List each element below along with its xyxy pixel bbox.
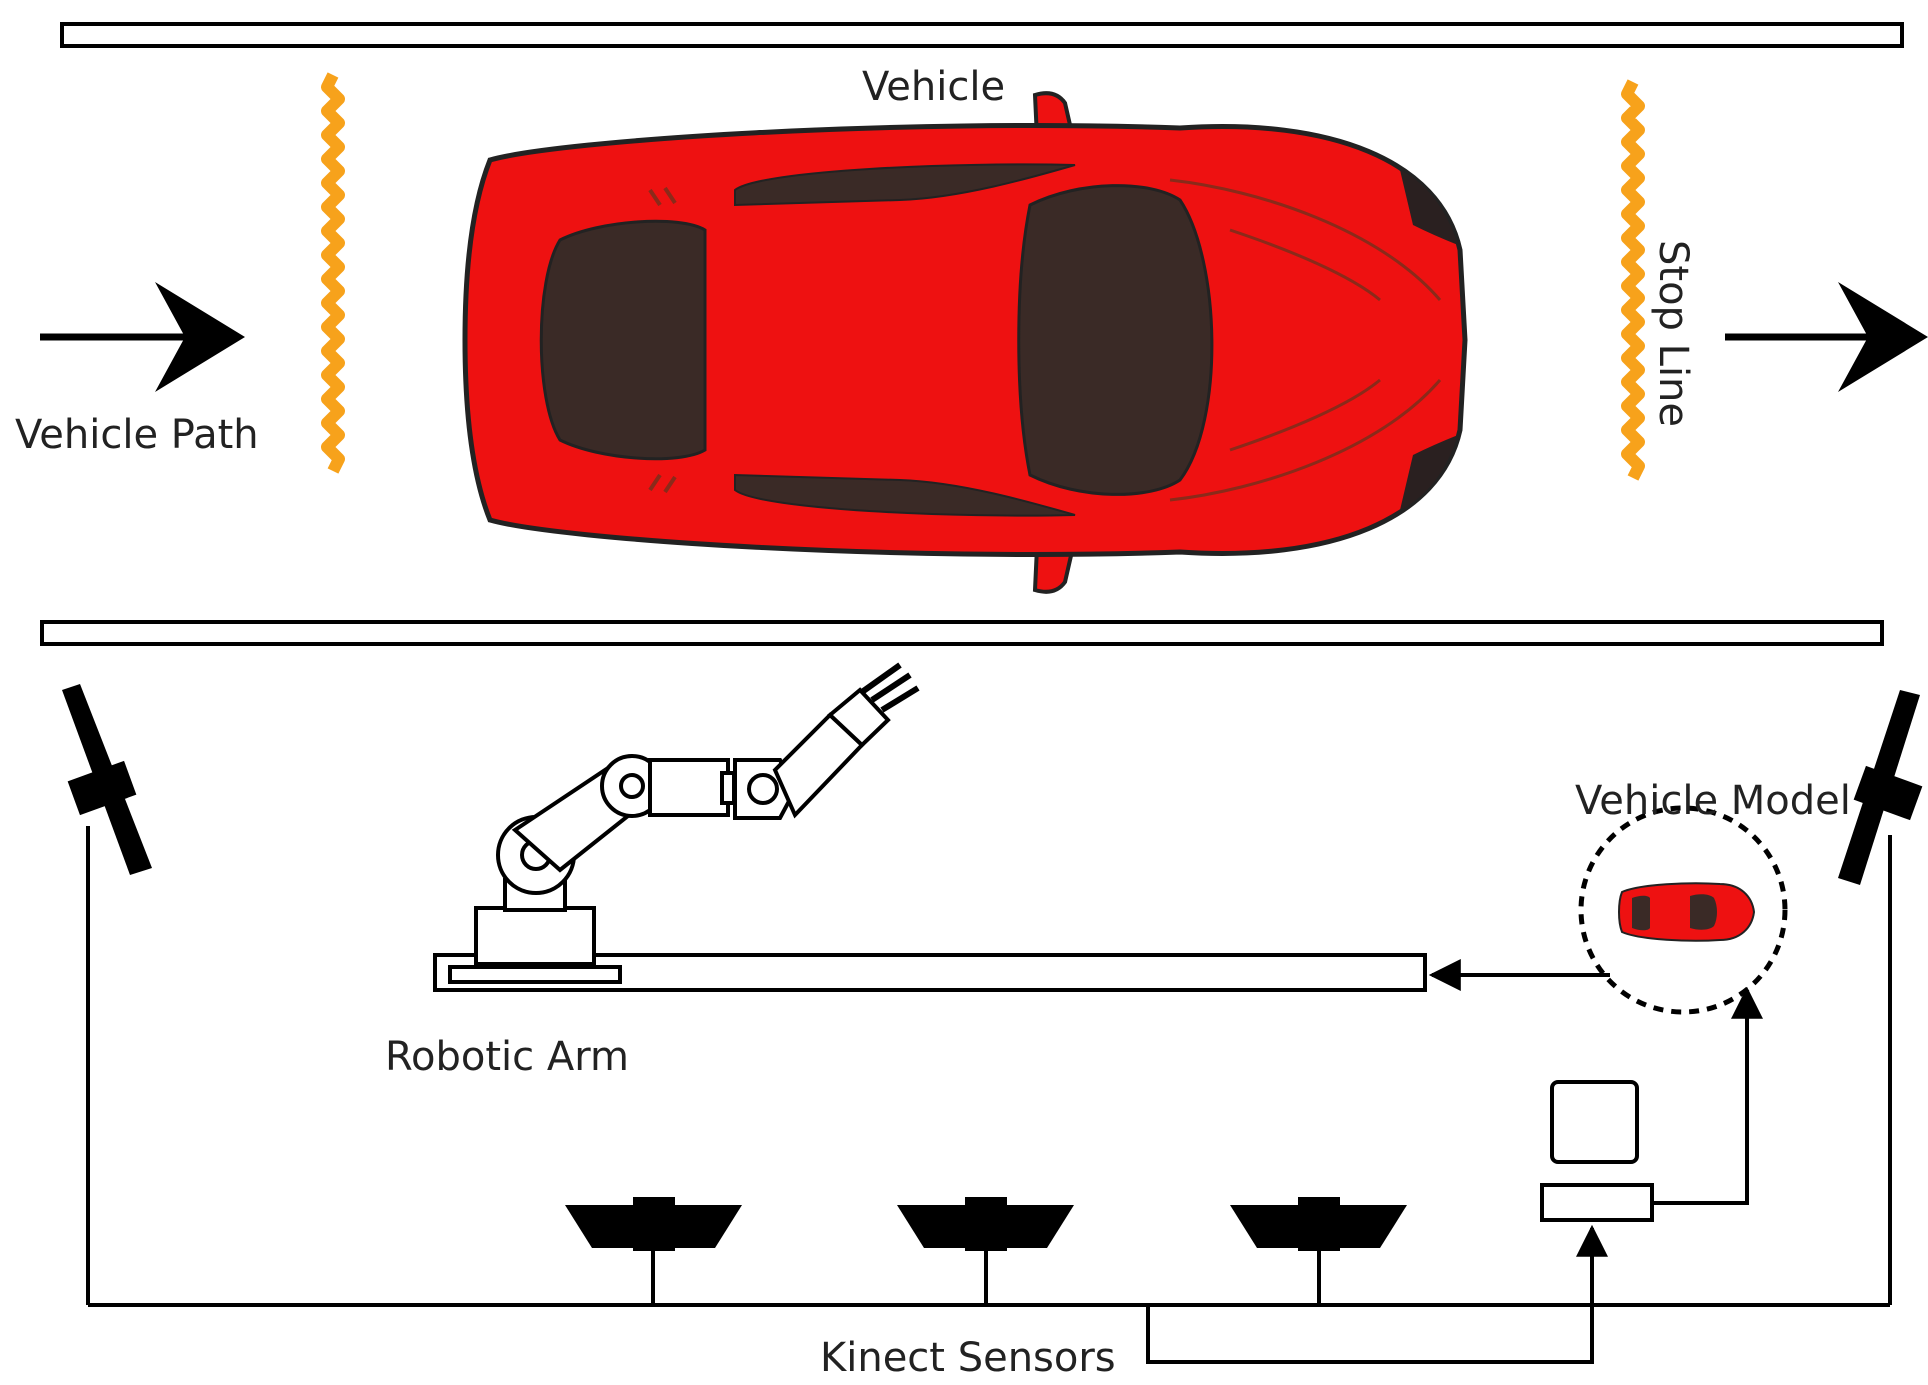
kinect-sensor-icon — [1838, 690, 1923, 885]
arrow-right-icon — [1725, 282, 1928, 392]
kinect-sensor-icon — [897, 1197, 1074, 1251]
label-kinect-sensors: Kinect Sensors — [820, 1335, 1116, 1381]
arrow-right-icon — [40, 282, 245, 392]
label-vehicle-model: Vehicle Model — [1575, 778, 1851, 824]
computer-icon — [1540, 1080, 1654, 1222]
stop-line — [1621, 79, 1645, 481]
car-top-view-icon — [462, 91, 1468, 594]
label-stop-line: Stop Line — [1650, 240, 1696, 427]
robot-arm-icon — [433, 662, 1427, 992]
car-top-view-icon — [1618, 882, 1756, 942]
connections — [86, 826, 1892, 1364]
kinect-sensor-icon — [1230, 1197, 1407, 1251]
label-vehicle: Vehicle — [862, 64, 1005, 110]
start-line — [321, 72, 345, 474]
label-robotic-arm: Robotic Arm — [385, 1034, 629, 1080]
road-edge-top — [60, 22, 1904, 48]
kinect-sensor-icon — [62, 684, 152, 875]
vehicle-model — [1578, 805, 1788, 1015]
label-vehicle-path: Vehicle Path — [15, 412, 259, 458]
road-edge-bottom — [40, 620, 1884, 646]
kinect-sensor-icon — [565, 1197, 742, 1251]
